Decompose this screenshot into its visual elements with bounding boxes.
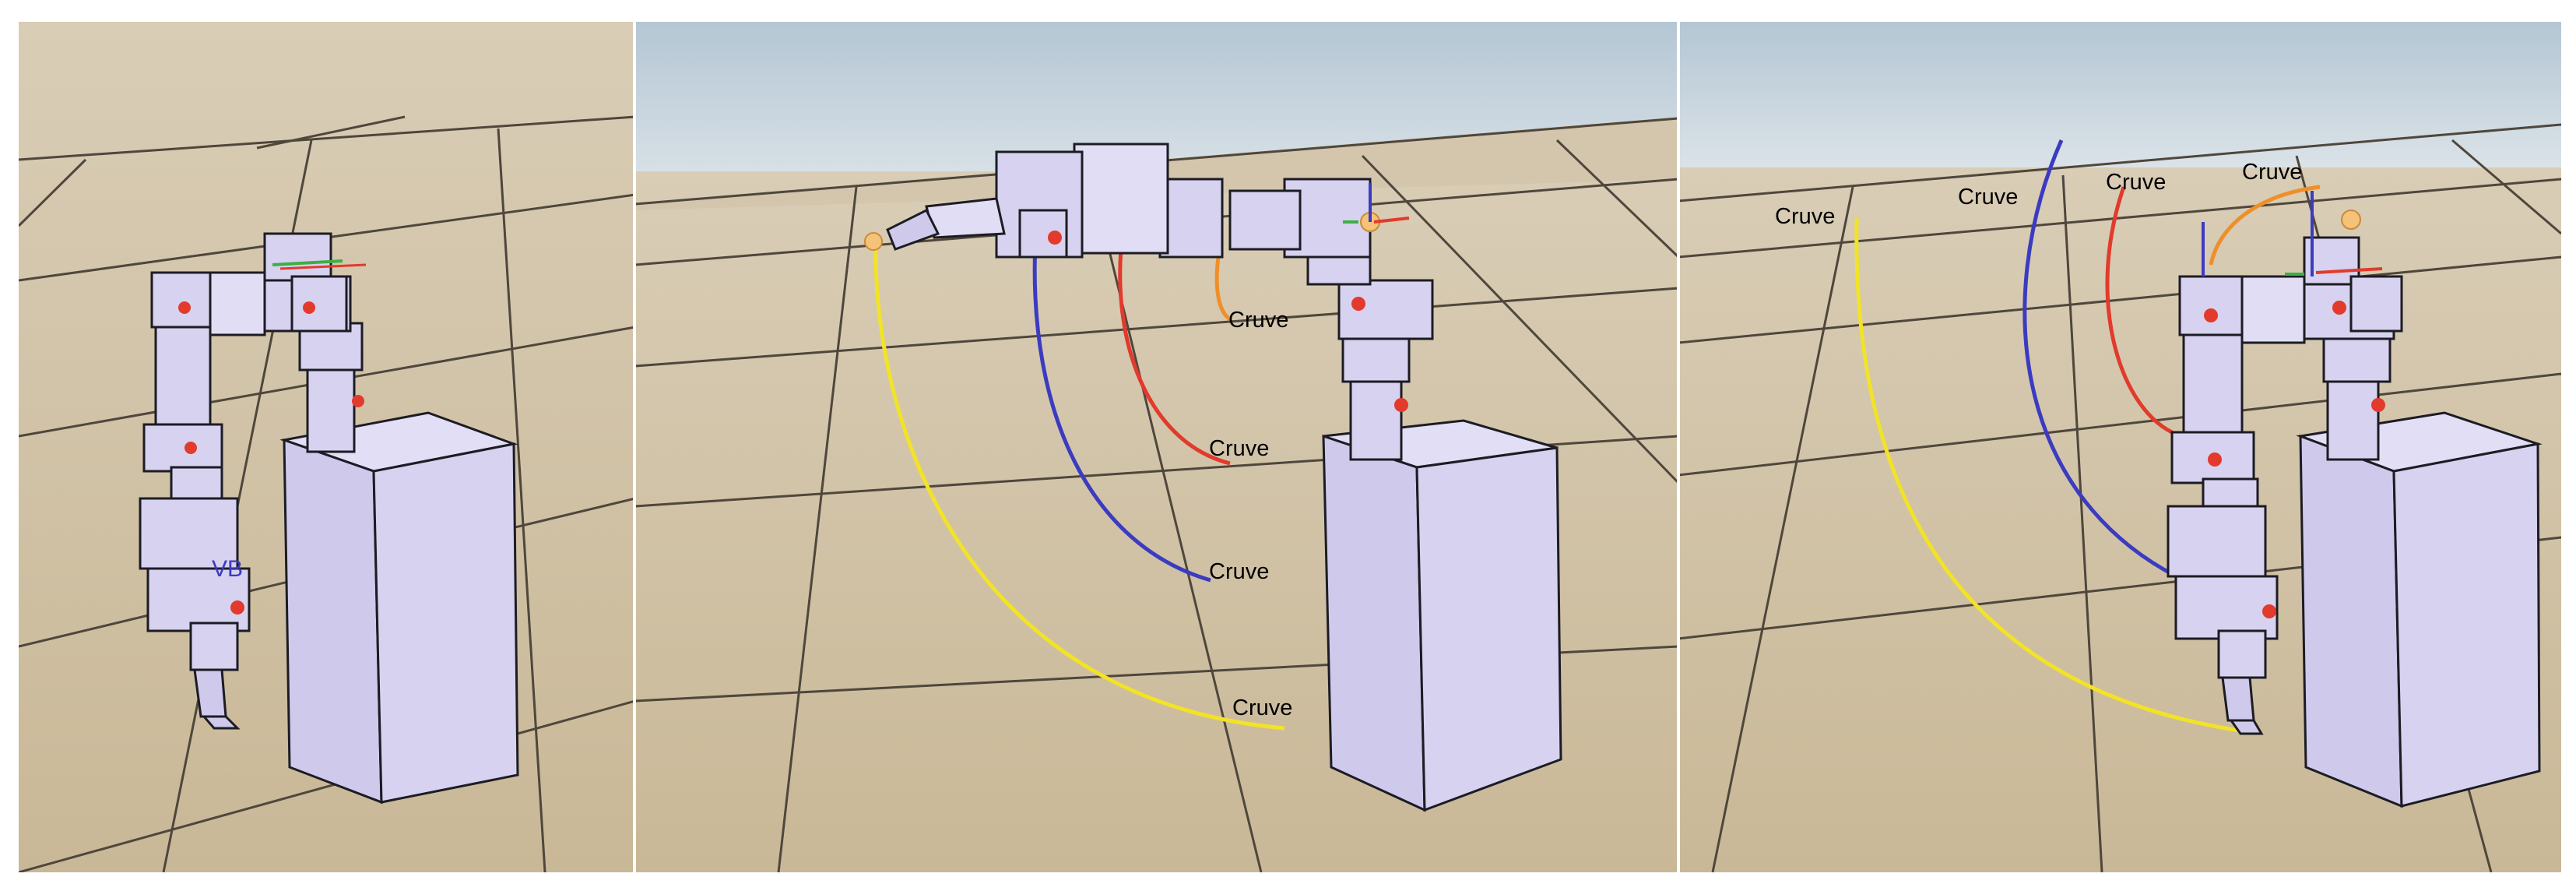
curve-labels-right: Cruve Cruve Cruve Cruve xyxy=(1775,160,2302,229)
pillar-middle xyxy=(1322,419,1562,812)
joint-markers-middle xyxy=(864,183,1410,412)
curve-blue-right xyxy=(2022,139,2212,594)
curve-orange-middle xyxy=(1214,256,1232,322)
curve-label-orange-right: Cruve xyxy=(2242,160,2302,185)
panel-right: Cruve Cruve Cruve Cruve xyxy=(1678,22,2561,872)
robot-arm-left xyxy=(139,232,364,730)
curve-label-orange-middle: Cruve xyxy=(1228,308,1288,333)
curve-label-red-right: Cruve xyxy=(2106,170,2166,195)
curve-blue-middle xyxy=(1032,241,1211,583)
curve-red-middle xyxy=(1118,248,1231,466)
pillar-left xyxy=(279,411,519,805)
curve-label-blue-middle: Cruve xyxy=(1209,559,1269,584)
divider-middle-right xyxy=(1677,22,1680,872)
trajectory-curves-right xyxy=(1854,139,2321,734)
curve-label-blue-right: Cruve xyxy=(1958,185,2018,210)
panel-left: VB xyxy=(19,22,635,872)
pillar-right xyxy=(2296,411,2543,808)
curve-label-yellow-right: Cruve xyxy=(1775,204,1835,229)
curve-label-red-middle: Cruve xyxy=(1209,436,1269,461)
target-ball-right xyxy=(2341,210,2361,230)
curve-yellow-middle xyxy=(873,237,1285,731)
curve-red-right xyxy=(2105,186,2174,435)
curve-orange-right xyxy=(2209,185,2321,266)
curve-yellow-right xyxy=(1854,217,2251,734)
robot-arm-middle xyxy=(886,143,1434,461)
svg-text:VB: VB xyxy=(212,556,243,582)
curve-labels-middle: Cruve Cruve Cruve Cruve xyxy=(1209,308,1292,720)
trajectory-curves-middle xyxy=(873,237,1285,731)
joint-markers-right xyxy=(2202,191,2385,618)
curve-label-yellow-middle: Cruve xyxy=(1232,696,1292,720)
target-ball-middle xyxy=(864,232,883,251)
panel-middle: Cruve Cruve Cruve Cruve xyxy=(635,22,1678,872)
joint-markers-left: VB xyxy=(178,259,367,615)
divider-left-middle xyxy=(633,22,636,872)
